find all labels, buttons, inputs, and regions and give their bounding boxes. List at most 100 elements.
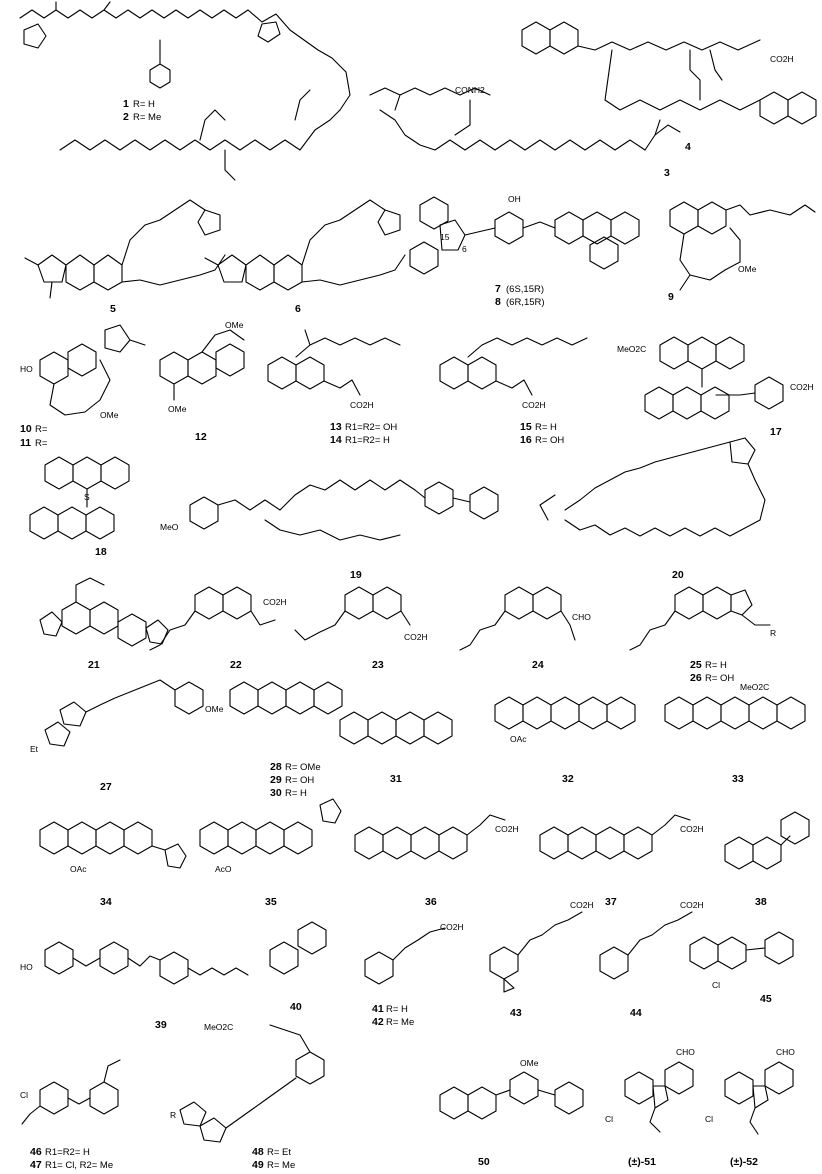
compound-label-19: 19: [350, 569, 362, 581]
atom-cho-52: CHO: [776, 1047, 795, 1057]
compound-label-42: 42: [372, 1016, 384, 1028]
compound-label-6: 6: [295, 303, 301, 315]
compound-label-8: 8: [495, 296, 501, 308]
compound-label-15: 15: [520, 421, 532, 433]
compound-label-40: 40: [290, 1001, 302, 1013]
atom-cl-45: Cl: [712, 980, 720, 990]
compound-sub-26: R= OH: [705, 673, 734, 684]
atom-s-18: S: [84, 492, 90, 502]
compound-sub-48: R= Et: [267, 1147, 291, 1158]
compound-sub-13: R1=R2= OH: [345, 422, 397, 433]
compound-label-41: 41: [372, 1003, 384, 1015]
atom-15-label: 15: [440, 232, 450, 242]
compound-sub-16: R= OH: [535, 435, 564, 446]
structure-38: [724, 811, 810, 870]
structure-45: [689, 931, 794, 970]
compound-label-26: 26: [690, 672, 702, 684]
compound-label-17: 17: [770, 426, 782, 438]
atom-ho-39: HO: [20, 962, 33, 972]
compound-label-45: 45: [760, 993, 772, 1005]
compound-sub-47: R1= Cl, R2= Me: [45, 1160, 113, 1171]
compound-label-16: 16: [520, 434, 532, 446]
compound-label-36: 36: [425, 896, 437, 908]
compound-label-49: 49: [252, 1159, 264, 1171]
structure-17: [644, 336, 784, 420]
atom-conh2: CONH2: [455, 85, 485, 95]
structure-21: [39, 577, 169, 647]
atom-oh-7: OH: [508, 194, 521, 204]
atom-ome-12: OMe: [225, 320, 244, 330]
structure-13-14: [267, 329, 401, 396]
compound-label-24: 24: [532, 659, 544, 671]
atom-annotations: CONH2 CO2H OH 15 6 OMe HO OMe OMe OMe CO…: [20, 54, 814, 1124]
atom-ome-12b: OMe: [168, 404, 187, 414]
compound-label-7: 7: [495, 283, 501, 295]
compound-sub-7: (6S,15R): [506, 284, 544, 295]
atom-co2h-13: CO2H: [350, 400, 374, 410]
atom-co2h-43: CO2H: [570, 900, 594, 910]
compound-label-33: 33: [732, 773, 744, 785]
atom-meo2c-17: MeO2C: [617, 344, 646, 354]
structure-50: [439, 1071, 584, 1120]
atom-ome-27: OMe: [205, 704, 224, 714]
compound-label-48: 48: [252, 1146, 264, 1158]
atom-6-label: 6: [462, 244, 467, 254]
structure-4: [521, 21, 817, 125]
atom-r-48: R: [170, 1110, 176, 1120]
atom-co2h-17: CO2H: [790, 382, 814, 392]
structure-28-30: [229, 681, 343, 715]
atom-co2h-15: CO2H: [522, 400, 546, 410]
atom-co2h-22: CO2H: [263, 597, 287, 607]
compound-label-30: 30: [270, 787, 282, 799]
compound-sub-11: R=: [35, 438, 48, 449]
structure-9: [669, 201, 816, 291]
structure-31: [339, 711, 453, 745]
atom-oac-34: OAc: [70, 864, 87, 874]
structure-5: [24, 199, 226, 299]
compound-label-1: 1: [123, 98, 129, 110]
compound-label-2: 2: [123, 111, 129, 123]
structure-37: [539, 814, 691, 860]
structure-12: [159, 329, 245, 401]
compound-sub-28: R= OMe: [285, 762, 321, 773]
atom-et-27: Et: [30, 744, 39, 754]
structure-15-16: [439, 337, 588, 396]
compound-label-50: 50: [478, 1156, 490, 1168]
atom-meo2c-33: MeO2C: [740, 682, 769, 692]
compound-label-39: 39: [155, 1019, 167, 1031]
structure-22: [149, 586, 276, 651]
structure-41-42: [364, 927, 446, 985]
structure-32: [494, 696, 636, 730]
structure-46-47: [21, 1059, 121, 1125]
compound-sub-25: R= H: [705, 660, 727, 671]
atom-cho-51: CHO: [676, 1047, 695, 1057]
compound-label-22: 22: [230, 659, 242, 671]
compound-label-51: (±)-51: [628, 1156, 656, 1168]
structure-18: [29, 456, 130, 540]
compound-sub-30: R= H: [285, 788, 307, 799]
compound-label-5: 5: [110, 303, 116, 315]
compound-label-13: 13: [330, 421, 342, 433]
compound-label-31: 31: [390, 773, 402, 785]
atom-aco-35: AcO: [215, 864, 232, 874]
structure-19: [189, 479, 499, 541]
structure-43: [489, 911, 583, 993]
compound-sub-10: R=: [35, 424, 48, 435]
compound-sub-41: R= H: [386, 1004, 408, 1015]
compound-sub-2: R= Me: [133, 112, 161, 123]
atom-cho-24: CHO: [572, 612, 591, 622]
compound-label-25: 25: [690, 659, 702, 671]
compound-labels: 1 R= H 2 R= Me 3 4 5 6 7 (6S,15R) 8 (6R,…: [20, 98, 782, 1171]
atom-co2r-41: CO2H: [440, 922, 464, 932]
atom-ome-10: OMe: [100, 410, 119, 420]
structure-25-26: [629, 586, 771, 651]
atom-cl-51: Cl: [605, 1114, 613, 1124]
compound-sub-29: R= OH: [285, 775, 314, 786]
compound-sub-14: R1=R2= H: [345, 435, 390, 446]
atom-co2h-36: CO2H: [495, 824, 519, 834]
compound-label-37: 37: [605, 896, 617, 908]
compound-sub-42: R= Me: [386, 1017, 414, 1028]
compound-label-29: 29: [270, 774, 282, 786]
structure-3: [369, 87, 681, 151]
atom-meo2c-48: MeO2C: [204, 1022, 233, 1032]
